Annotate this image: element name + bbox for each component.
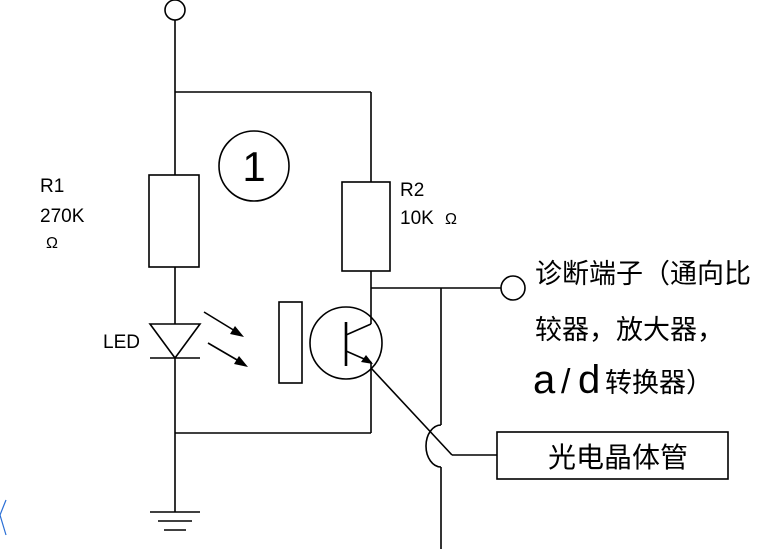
led-label: LED <box>103 332 140 353</box>
r2-value: 10K <box>400 208 434 229</box>
led-symbol <box>148 323 202 360</box>
circled-marker: 1 <box>218 130 290 202</box>
marker-number: 1 <box>242 143 265 190</box>
wires <box>174 20 501 549</box>
r1-value: 270K <box>40 206 85 227</box>
diagnostic-label-d: d <box>578 358 600 402</box>
r1-unit: Ω <box>46 235 58 252</box>
corner-mark <box>0 499 7 536</box>
phototransistor-label-box <box>496 431 729 480</box>
r1-label: R1 <box>40 176 64 197</box>
diagnostic-label-line2: 较器，放大器， <box>535 315 724 346</box>
r2-label: R2 <box>400 180 424 201</box>
diagnostic-label-line3-rest: 转换器） <box>605 368 713 399</box>
r2-unit: Ω <box>445 211 457 228</box>
supply-terminal <box>164 0 186 21</box>
diagnostic-label-slash: / <box>561 363 571 401</box>
diagnostic-label-a: a <box>533 358 556 402</box>
phototransistor-symbol <box>309 306 383 380</box>
diagnostic-terminal <box>500 275 526 301</box>
resistor-r2 <box>341 181 391 272</box>
light-arrows <box>203 311 248 367</box>
ground-symbol <box>150 511 200 531</box>
phototransistor-label: 光电晶体管 <box>548 441 688 474</box>
diagnostic-label-line1: 诊断端子（通向比 <box>535 259 751 290</box>
resistor-r1 <box>148 174 200 268</box>
shield-bar <box>278 301 303 384</box>
